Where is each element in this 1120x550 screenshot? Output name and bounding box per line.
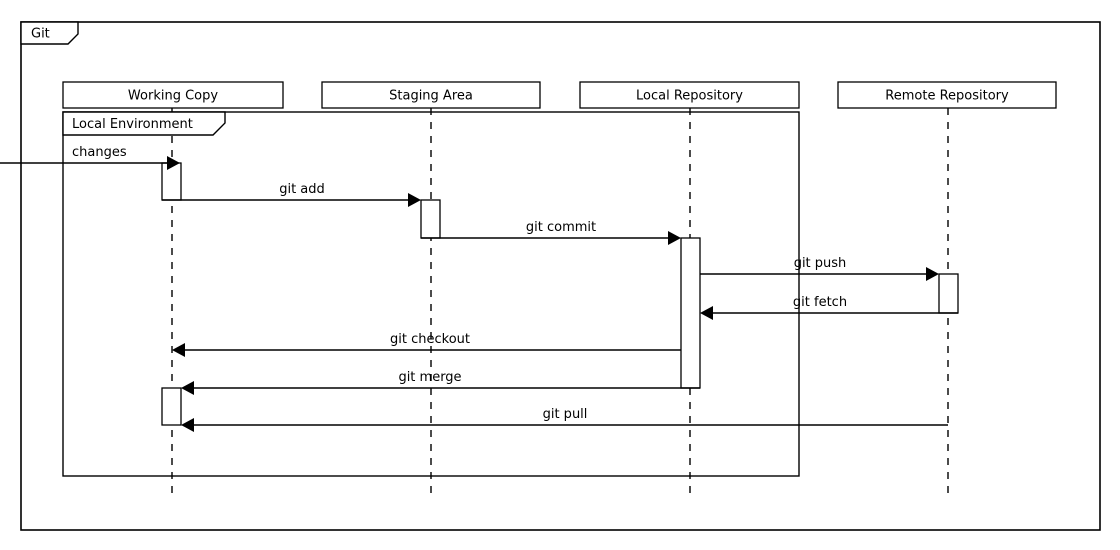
msg-git-merge-label: git merge xyxy=(398,370,461,385)
msg-git-checkout-label: git checkout xyxy=(390,332,470,347)
msg-git-push-arrowhead xyxy=(926,267,939,281)
lifeline-remote-repository: Remote Repository xyxy=(837,81,1057,500)
act-remote-repository-1 xyxy=(938,273,959,314)
act-local-repository-1 xyxy=(680,237,701,389)
lifelines-group: Working Copy Staging Area Local Repository… xyxy=(62,81,1057,500)
msg-git-pull: git pull xyxy=(181,407,948,432)
msg-changes: changes xyxy=(0,145,180,170)
activation-bars-group xyxy=(161,162,959,426)
act-staging-area-1 xyxy=(420,199,441,239)
msg-git-fetch-label: git fetch xyxy=(793,295,847,310)
lifeline-head-label-working-copy: Working Copy xyxy=(128,89,218,104)
msg-git-commit-label: git commit xyxy=(526,220,596,235)
lifeline-staging-area: Staging Area xyxy=(321,81,541,500)
lifeline-head-local-repository[interactable] xyxy=(579,81,800,109)
lifeline-head-working-copy[interactable] xyxy=(62,81,284,109)
msg-git-checkout-arrowhead xyxy=(172,343,185,357)
msg-git-add-arrowhead xyxy=(408,193,421,207)
msg-git-add-label: git add xyxy=(279,182,325,197)
msg-git-fetch: git fetch xyxy=(700,295,958,320)
lifeline-head-remote-repository[interactable] xyxy=(837,81,1057,109)
msg-changes-arrowhead xyxy=(167,156,180,170)
inner-frame-local-environment: Local Environment xyxy=(62,111,800,477)
msg-git-pull-label: git pull xyxy=(543,407,588,422)
msg-changes-label: changes xyxy=(72,145,127,160)
msg-git-commit-arrowhead xyxy=(668,231,681,245)
outer-frame-git: Git xyxy=(20,21,1101,531)
lifeline-head-staging-area[interactable] xyxy=(321,81,541,109)
msg-git-push: git push xyxy=(700,256,939,281)
msg-git-fetch-arrowhead xyxy=(700,306,713,320)
outer-frame-label: Git xyxy=(31,27,50,42)
inner-frame-border xyxy=(62,111,800,477)
msg-git-pull-arrowhead xyxy=(181,418,194,432)
msg-git-merge-arrowhead xyxy=(181,381,194,395)
act-working-copy-2 xyxy=(161,387,182,426)
msg-git-commit: git commit xyxy=(421,220,681,245)
msg-git-merge: git merge xyxy=(181,370,700,395)
act-working-copy-1 xyxy=(161,162,182,201)
lifeline-head-label-remote-repository: Remote Repository xyxy=(885,89,1009,104)
msg-git-add: git add xyxy=(162,182,421,207)
inner-frame-label: Local Environment xyxy=(72,117,193,132)
outer-frame-label-tab xyxy=(20,21,79,45)
msg-git-push-label: git push xyxy=(794,256,847,271)
inner-frame-label-tab xyxy=(62,111,226,136)
lifeline-working-copy: Working Copy xyxy=(62,81,284,500)
outer-frame-border xyxy=(20,21,1101,531)
lifeline-head-label-local-repository: Local Repository xyxy=(636,89,743,104)
msg-git-checkout: git checkout xyxy=(172,332,681,357)
lifeline-head-label-staging-area: Staging Area xyxy=(389,89,473,104)
messages-group: changes git add git commit git push git fetc… xyxy=(0,145,958,432)
